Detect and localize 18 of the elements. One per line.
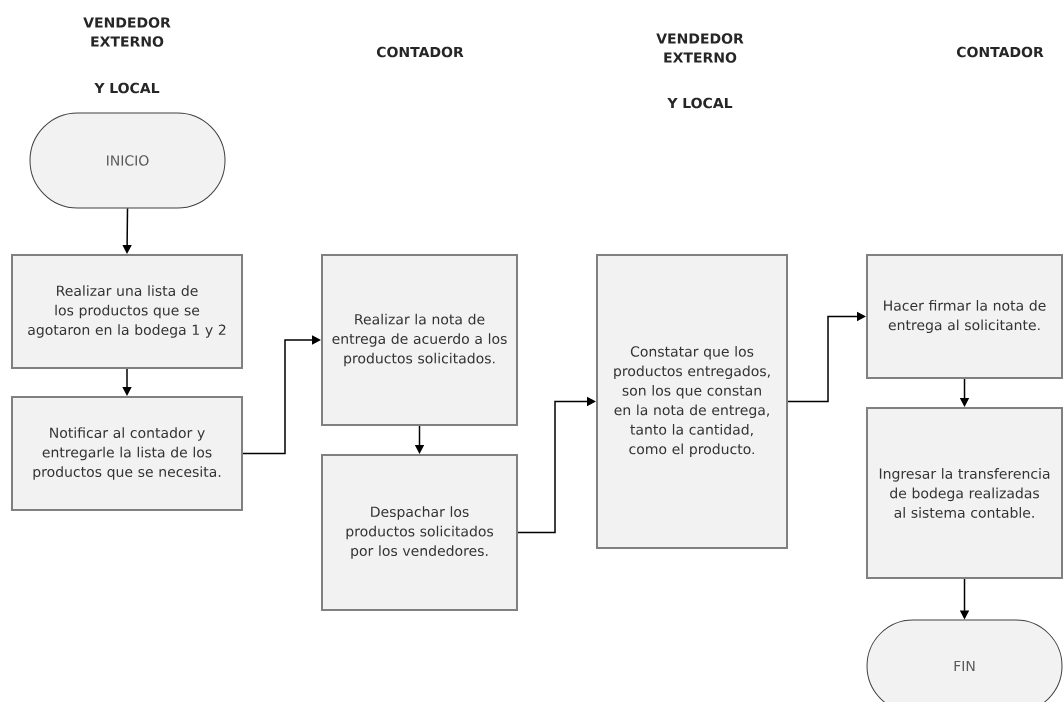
arrow [787, 311, 866, 403]
process-box: Despachar los productos solicitados por los vendedores. [321, 454, 518, 611]
arrow [242, 335, 321, 455]
column-heading: Y LOCAL [667, 97, 733, 109]
process-box: Notificar al contador y entregarle la lista de los productos que se necesita. [11, 396, 243, 511]
column-heading: VENDEDOR EXTERNO [83, 17, 171, 47]
column-heading: CONTADOR [956, 46, 1044, 58]
arrow [122, 368, 132, 396]
column-heading: VENDEDOR EXTERNO [656, 33, 744, 63]
process-box: Hacer firmar la nota de entrega al solicitante. [866, 254, 1063, 379]
process-box: Ingresar la transferencia de bodega realizadas al sistema contable. [866, 407, 1063, 579]
process-box: Constatar que los productos entregados, son los que constan en la nota de entrega, tanto la cantidad, como el producto. [596, 254, 788, 549]
column-heading: CONTADOR [376, 46, 464, 58]
column-heading: Y LOCAL [94, 82, 160, 94]
process-box: Realizar una lista de los productos que se agotaron en la bodega 1 y 2 [11, 254, 243, 369]
arrow [122, 207, 132, 254]
process-box: Realizar la nota de entrega de acuerdo a los productos solicitados. [321, 254, 518, 426]
arrow [517, 396, 596, 534]
